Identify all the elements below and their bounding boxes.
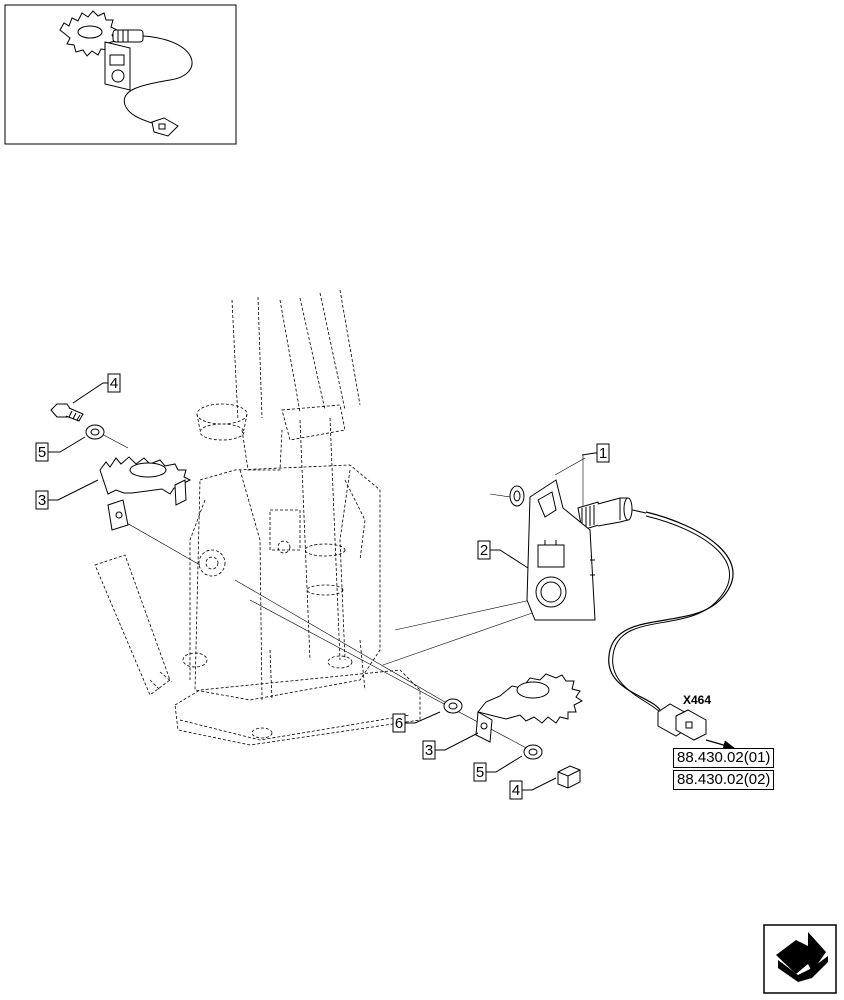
callout-leaders (48, 382, 609, 791)
reference-link-2[interactable]: 88.430.02(02) (673, 770, 775, 790)
callout-4-lower: 4 (509, 780, 523, 800)
callout-label: 5 (476, 764, 484, 781)
speed-sensor-part-1 (509, 485, 647, 531)
bolt-part-4-top (50, 403, 84, 422)
callout-label: 4 (512, 782, 520, 799)
callout-label: 1 (599, 445, 607, 462)
clamp-part-3-lower (475, 673, 583, 743)
callout-label: 3 (38, 492, 46, 509)
callout-6: 6 (392, 713, 406, 733)
washer-part-5-top (85, 424, 105, 440)
sensor-assembly-thumbnail (59, 10, 193, 137)
sensor-cable-outline (612, 515, 730, 715)
washer-part-5-lower (523, 744, 543, 760)
callout-label: 4 (110, 375, 118, 392)
connector-x464 (657, 703, 707, 741)
reference-link-1[interactable]: 88.430.02(01) (673, 748, 775, 768)
callout-label: 3 (425, 742, 433, 759)
sensor-cable (608, 511, 734, 711)
callout-4-top: 4 (107, 373, 121, 393)
callout-3-lower: 3 (422, 740, 436, 760)
callout-5-lower: 5 (473, 762, 487, 782)
callout-label: 6 (395, 715, 403, 732)
mounting-plate-part-2 (526, 479, 596, 621)
pedal-column-housing (94, 289, 421, 746)
bolt-part-4-lower (557, 765, 581, 789)
callout-2: 2 (477, 540, 491, 560)
callout-label: 5 (38, 444, 46, 461)
callout-3-top: 3 (35, 490, 49, 510)
washer-part-6 (443, 698, 463, 714)
callout-1: 1 (596, 443, 610, 463)
callout-5-top: 5 (35, 442, 49, 462)
connector-label: X464 (683, 693, 711, 707)
callout-label: 2 (480, 542, 488, 559)
connector-leader-arrow (705, 739, 736, 750)
clamp-part-3-top (99, 456, 192, 531)
next-page-arrow-icon[interactable] (763, 924, 837, 994)
